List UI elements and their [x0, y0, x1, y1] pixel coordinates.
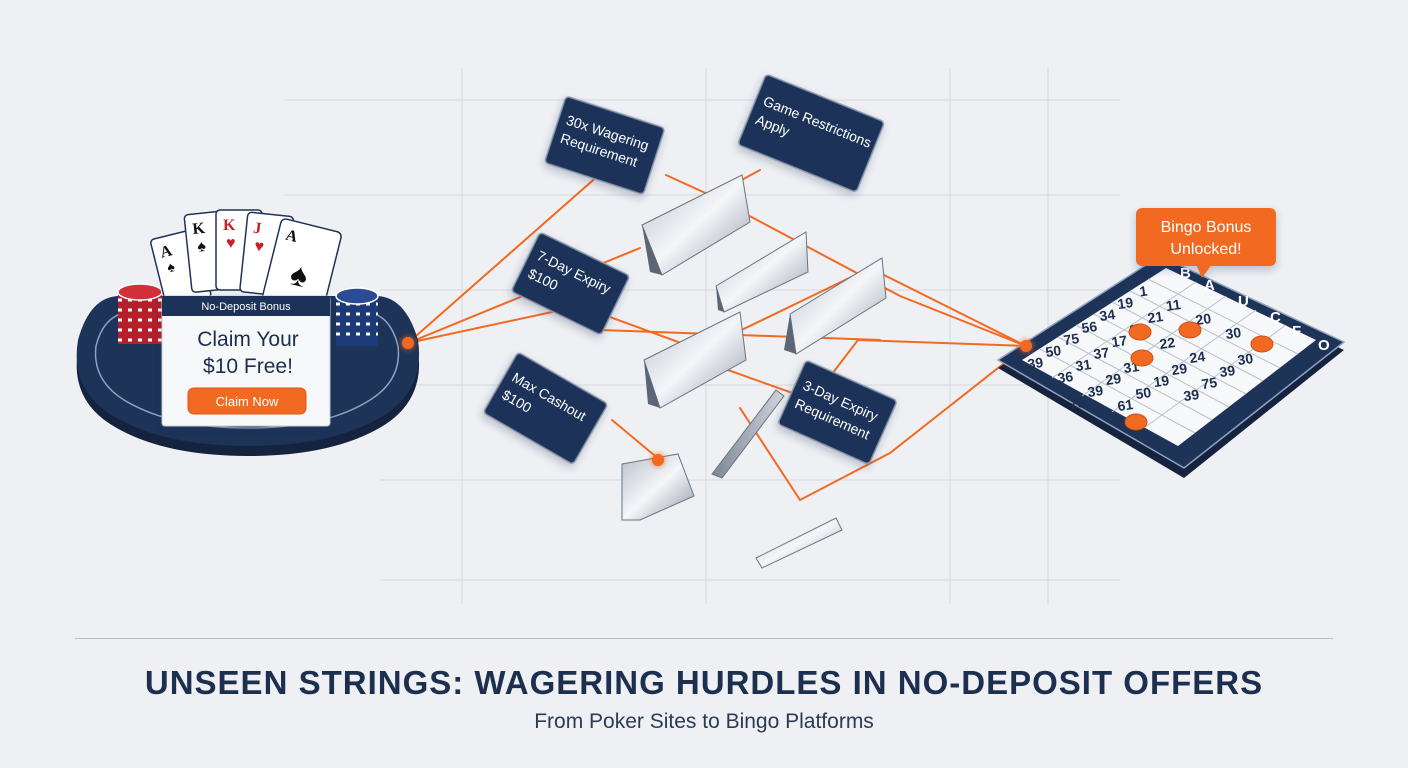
- card-rank: A: [284, 227, 300, 246]
- bingo-letter: U: [1238, 293, 1249, 310]
- callout-line1: Bingo Bonus: [1161, 219, 1252, 236]
- bingo-number: 21: [1146, 308, 1164, 326]
- bingo-letter: A: [1204, 277, 1215, 294]
- bingo-letter: O: [1318, 337, 1330, 354]
- svg-text:♥: ♥: [226, 235, 236, 252]
- card-rank: K: [223, 217, 236, 234]
- claim-now-label: Claim Now: [216, 394, 279, 409]
- card-ace-spades-large: A ♠: [261, 218, 342, 317]
- bingo-number: 22: [1158, 334, 1176, 352]
- bingo-number: 19: [1152, 372, 1170, 390]
- connector-strings: [407, 166, 1027, 502]
- bingo-number: 50: [1044, 342, 1062, 360]
- card-rank: J: [252, 220, 262, 238]
- connector-node-start: [402, 337, 414, 349]
- bingo-number: 37: [1092, 344, 1110, 362]
- bingo-number: 17: [1110, 332, 1128, 350]
- bingo-number: 39: [1182, 386, 1200, 404]
- blue-chip-stack: [335, 287, 379, 346]
- bingo-number: 75: [1068, 394, 1086, 412]
- bingo-number: 36: [1056, 368, 1074, 386]
- bingo-number: 39: [1026, 354, 1044, 372]
- callout-line2: Unlocked!: [1170, 241, 1241, 258]
- hurdle-tag-game-restrictions: Game Restrictions Apply: [737, 74, 885, 192]
- bingo-number: 75: [1062, 330, 1080, 348]
- bingo-number: 11: [1165, 296, 1182, 314]
- playing-cards: A ♠ K ♠ K ♥ J ♥ A ♠: [150, 209, 342, 317]
- bingo-number: 31: [1074, 356, 1092, 374]
- card-rank: K: [192, 220, 207, 238]
- bingo-letter: B: [1180, 265, 1191, 282]
- bingo-number: 30: [1224, 324, 1242, 342]
- bingo-number: 61: [1116, 396, 1134, 414]
- claim-line-2: $10 Free!: [203, 355, 293, 378]
- bonus-popup-header: [162, 296, 330, 316]
- bingo-header-letters: B A U C F O: [1180, 265, 1330, 354]
- hurdle-tag-wagering: 30x Wagering Requirement: [544, 96, 665, 195]
- bingo-number: 50: [1134, 384, 1152, 402]
- bingo-numbers: 1112030192130342622243956172975753731193…: [1026, 283, 1254, 414]
- bingo-number: 56: [1080, 318, 1098, 336]
- bingo-number: 34: [1098, 306, 1116, 324]
- main-title: UNSEEN STRINGS: WAGERING HURDLES IN NO-D…: [144, 664, 1264, 701]
- hurdle-tag-max-cashout: Max Cashout $100: [483, 352, 608, 464]
- infographic-scene: A ♠ K ♠ K ♥ J ♥ A ♠ No-Deposit Bonus Cla…: [76, 68, 1346, 604]
- bingo-number: 39: [1086, 382, 1104, 400]
- bingo-number: 24: [1188, 348, 1206, 366]
- bingo-number: 29: [1104, 370, 1122, 388]
- connector-node-end: [1020, 340, 1032, 352]
- hurdle-barriers: [621, 174, 887, 569]
- bingo-daubers: [1124, 321, 1274, 431]
- svg-text:♠: ♠: [197, 238, 208, 256]
- bingo-number: 39: [1218, 362, 1236, 380]
- red-chip-stack: [117, 283, 163, 344]
- bingo-letter: C: [1270, 309, 1281, 326]
- hurdle-tag-3-day-expiry: 3-Day Expiry Requirement: [778, 360, 897, 465]
- bingo-number: 19: [1116, 294, 1134, 312]
- bingo-number: 20: [1194, 310, 1212, 328]
- card-rank: A: [158, 242, 174, 261]
- claim-line-1: Claim Your: [197, 328, 299, 351]
- bingo-number: 30: [1236, 350, 1254, 368]
- hurdle-tag-7-day-expiry: 7-Day Expiry $100: [511, 232, 630, 335]
- bingo-unlocked-callout: Bingo Bonus Unlocked!: [1136, 208, 1276, 278]
- connector-node-mid: [652, 454, 664, 466]
- bingo-letter: F: [1292, 323, 1301, 340]
- bingo-number: 1: [1138, 283, 1148, 300]
- bingo-number: 29: [1170, 360, 1188, 378]
- bonus-popup-header-text: No-Deposit Bonus: [201, 301, 291, 313]
- subtitle: From Poker Sites to Bingo Platforms: [534, 710, 874, 733]
- claim-now-button[interactable]: Claim Now: [187, 387, 307, 415]
- svg-text:♠: ♠: [166, 260, 177, 276]
- bingo-number: 75: [1200, 374, 1218, 392]
- svg-text:♥: ♥: [254, 238, 265, 256]
- footer-divider: [75, 638, 1333, 639]
